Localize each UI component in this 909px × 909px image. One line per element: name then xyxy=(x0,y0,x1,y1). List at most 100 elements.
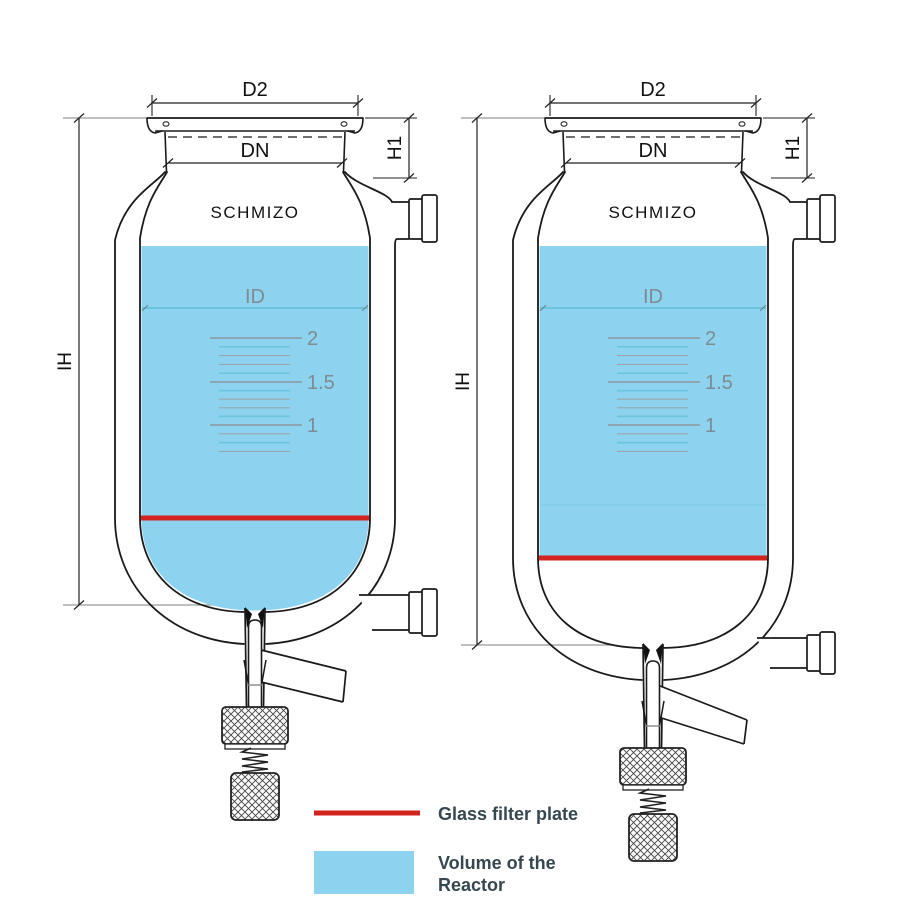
side-nozzle-cap xyxy=(421,588,438,637)
dim-arrow-tick xyxy=(403,113,415,123)
valve-stem xyxy=(247,619,263,712)
side-nozzle-tube-mask xyxy=(757,638,809,668)
dim-arrow-tick xyxy=(544,98,556,108)
ih-label: IH xyxy=(453,372,474,391)
d2-label: D2 xyxy=(242,79,268,101)
brand-text: SCHMIZO xyxy=(609,203,698,222)
dim-arrow-tick xyxy=(471,113,483,123)
inner-vessel-outline-right xyxy=(262,171,371,613)
drain-outlet-end xyxy=(743,719,748,745)
side-nozzle-cap xyxy=(421,194,438,243)
valve-taper xyxy=(260,659,267,686)
volume-fill xyxy=(539,246,767,558)
id-label: ID xyxy=(643,286,663,308)
valve-spring xyxy=(238,747,269,776)
valve-knob-upper-lip xyxy=(224,743,286,750)
dim-arrow-tick xyxy=(352,98,364,108)
valve-taper xyxy=(641,700,648,727)
dim-arrow-tick xyxy=(801,113,813,123)
jacket-outline-right-upper xyxy=(742,171,808,203)
dn-label: DN xyxy=(241,140,270,162)
valve-stem xyxy=(645,660,661,753)
dim-arrow-tick xyxy=(73,113,85,123)
legend-volume-label: Volume of the Reactor xyxy=(438,853,561,895)
dim-arrow-tick xyxy=(539,304,547,312)
brand-text: SCHMIZO xyxy=(211,203,300,222)
dim-arrow-tick xyxy=(759,304,767,312)
graduation-label: 2 xyxy=(705,328,716,350)
jacket-outline-left xyxy=(114,171,245,645)
dim-arrow-tick xyxy=(146,98,158,108)
dim-arrow-tick xyxy=(162,158,174,168)
dim-arrow-tick xyxy=(471,640,483,650)
side-nozzle-cap xyxy=(819,194,836,243)
valve-spring xyxy=(636,788,667,817)
jacket-outline-right-lower xyxy=(663,238,808,681)
valve-taper xyxy=(243,659,250,686)
side-nozzle-flange xyxy=(806,198,822,240)
legend: Glass filter plate Volume of the Reactor xyxy=(314,804,578,895)
h1-label: H1 xyxy=(385,136,406,160)
side-nozzle-flange xyxy=(806,634,822,672)
graduation-label: 1.5 xyxy=(705,372,733,394)
ih-label: IH xyxy=(55,352,76,371)
jacket-outline-right-lower xyxy=(265,238,410,645)
flange-bolt-hole xyxy=(340,121,348,127)
valve-knob-upper-lip xyxy=(622,784,684,791)
drain-outlet-mask xyxy=(253,649,346,702)
side-nozzle-tube-mask xyxy=(359,595,411,630)
dim-arrow-tick xyxy=(403,173,415,183)
graduation-label: 1 xyxy=(307,415,318,437)
legend-volume-line1: Volume of the xyxy=(438,853,556,873)
neck-wall xyxy=(740,131,744,173)
side-nozzle-flange xyxy=(408,591,424,634)
flange-left-tab xyxy=(146,117,163,134)
h1-label: H1 xyxy=(783,136,804,160)
legend-filter-plate-label: Glass filter plate xyxy=(438,804,578,824)
neck-wall xyxy=(342,131,346,173)
drain-outlet-tube xyxy=(252,679,344,703)
dim-arrow-tick xyxy=(801,173,813,183)
legend-volume-line2: Reactor xyxy=(438,875,505,895)
side-nozzle-flange xyxy=(408,198,424,240)
drain-outlet-end xyxy=(342,670,347,703)
jacket-outline-right-upper xyxy=(344,171,410,203)
valve-knob-upper xyxy=(221,706,289,745)
dim-arrow-tick xyxy=(750,98,762,108)
inner-vessel-outline-left xyxy=(537,171,646,649)
valve-taper xyxy=(658,700,665,727)
dim-arrow-tick xyxy=(141,304,149,312)
valve-knob-lower xyxy=(230,772,280,821)
graduation-label: 2 xyxy=(307,328,318,350)
inner-vessel-outline-left xyxy=(139,171,248,613)
dim-arrow-tick xyxy=(734,158,746,168)
graduation-label: 1 xyxy=(705,415,716,437)
id-label: ID xyxy=(245,286,265,308)
side-nozzle-cap xyxy=(819,631,836,675)
drain-outlet-tube xyxy=(654,683,748,721)
valve-knob-lower xyxy=(628,813,678,862)
flange-bolt-hole xyxy=(738,121,746,127)
flange-right-tab xyxy=(745,117,762,134)
legend-volume-swatch xyxy=(314,851,414,894)
dim-arrow-tick xyxy=(361,304,369,312)
drain-tube-wall xyxy=(642,643,646,751)
graduation-label: 1.5 xyxy=(307,372,335,394)
dn-label: DN xyxy=(639,140,668,162)
flange-bolt-hole xyxy=(560,121,568,127)
dim-arrow-tick xyxy=(73,600,85,610)
drain-outlet-tube xyxy=(651,714,745,745)
inner-vessel-outline-right xyxy=(660,171,769,649)
flange-right-tab xyxy=(347,117,364,134)
dim-arrow-tick xyxy=(560,158,572,168)
flange-left-tab xyxy=(544,117,561,134)
dim-arrow-tick xyxy=(336,158,348,168)
flange-bolt-hole xyxy=(162,121,170,127)
d2-label: D2 xyxy=(640,79,666,101)
valve-knob-upper xyxy=(619,747,687,786)
drain-outlet-tube xyxy=(256,648,347,672)
